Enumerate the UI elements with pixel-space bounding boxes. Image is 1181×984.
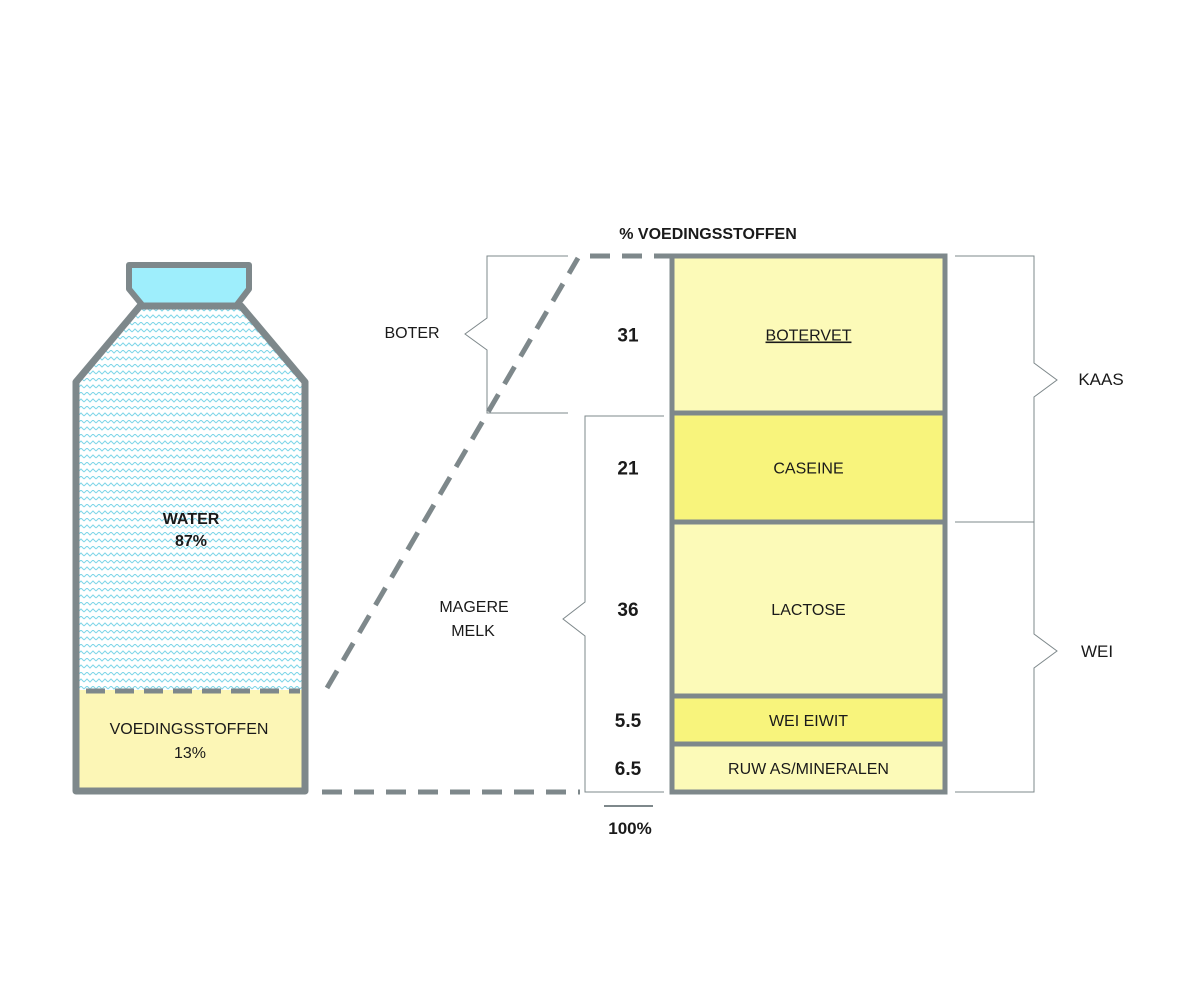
segment-value-caseine: 21 (617, 459, 639, 480)
nutrients-label: VOEDINGSSTOFFEN (110, 721, 269, 738)
right-braces (955, 255, 1058, 793)
bottle-nutrient-fill (76, 690, 305, 791)
segment-label-ruw-as-mineralen: RUW AS/MINERALEN (728, 761, 889, 778)
boter-label: BOTER (384, 325, 439, 342)
segment-value-wei-eiwit: 5.5 (615, 711, 642, 732)
segment-value-lactose: 36 (617, 600, 638, 621)
segment-lactose (669, 519, 948, 699)
zoom-connector (322, 253, 672, 795)
bottle-cap (126, 262, 252, 309)
segment-value-ruw-as-mineralen: 6.5 (615, 759, 642, 780)
bottle-outline (72, 302, 309, 795)
segment-label-wei-eiwit: WEI EIWIT (769, 713, 848, 730)
water-percentage: 87% (175, 533, 207, 550)
bottle-water-fill (76, 306, 305, 690)
segment-botervet (669, 253, 948, 416)
magere-melk-brace (562, 415, 664, 793)
kaas-label: KAAS (1078, 370, 1123, 389)
kaas-brace (955, 255, 1058, 523)
segment-caseine (669, 410, 948, 525)
nutrients-percentage: 13% (174, 745, 206, 762)
segment-label-botervet: BOTERVET (766, 328, 852, 345)
column-header: % VOEDINGSSTOFFEN (619, 226, 797, 243)
magere-melk-label-line2: MELK (451, 623, 495, 640)
segment-label-lactose: LACTOSE (771, 602, 845, 619)
segment-label-caseine: CASEINE (773, 461, 843, 478)
wei-label: WEI (1081, 642, 1113, 661)
left-braces (464, 255, 664, 793)
milk-bottle: WATER 87% VOEDINGSSTOFFEN 13% (72, 262, 309, 795)
segment-wei-eiwit (669, 693, 948, 747)
boter-brace (464, 255, 568, 414)
total-value: 100% (608, 819, 651, 838)
segment-value-botervet: 31 (617, 326, 639, 347)
wei-brace (955, 521, 1058, 793)
water-label: WATER (163, 511, 220, 528)
connector-diagonal (324, 256, 581, 690)
segment-ruw-as-mineralen (669, 741, 948, 795)
magere-melk-label-line1: MAGERE (439, 599, 508, 616)
